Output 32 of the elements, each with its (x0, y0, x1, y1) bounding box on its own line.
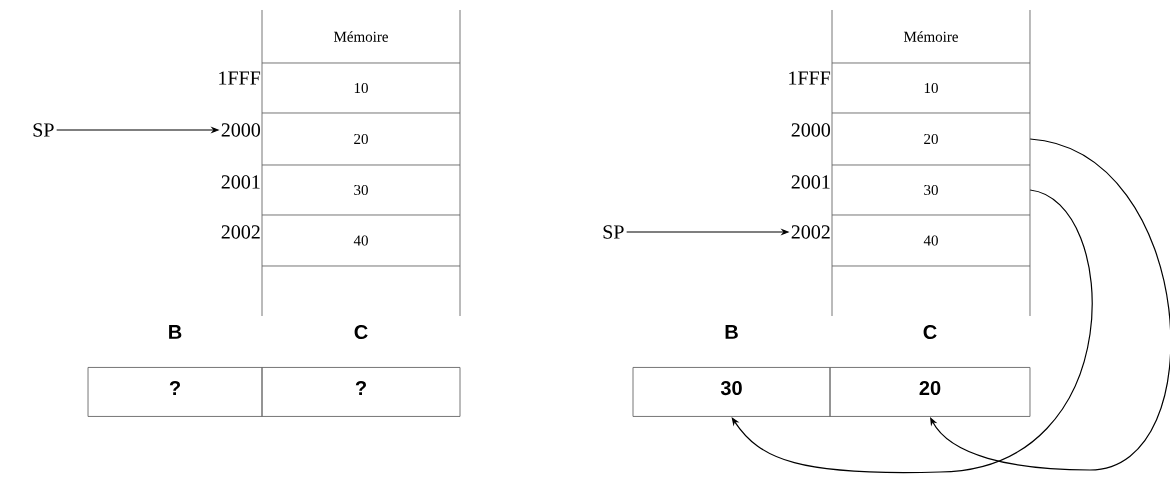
memory-header: Mémoire (831, 9, 1031, 64)
arrow (930, 138, 1170, 471)
memory-cell: 30 (261, 164, 461, 216)
address-label: 2000 (791, 123, 831, 137)
memory-cell: 30 (831, 164, 1031, 216)
empty-memory-cell (831, 265, 1031, 317)
memory-header: Mémoire (261, 9, 461, 64)
address-label: 1FFF (219, 71, 261, 85)
register-name: B (169, 325, 182, 339)
address-label: 2002 (791, 225, 830, 239)
arrow (731, 189, 1093, 474)
register-box: ? (87, 367, 263, 417)
address-label: 2001 (791, 175, 830, 189)
register-box: ? (261, 367, 461, 417)
register-name: B (725, 325, 738, 339)
address-label: 2001 (221, 175, 260, 189)
address-label: 1FFF (789, 71, 831, 85)
memory-cell: 10 (261, 62, 461, 114)
register-box: 20 (829, 367, 1031, 417)
memory-cell: 20 (831, 112, 1031, 166)
pointer-label: SP (603, 225, 624, 239)
register-name: C (923, 324, 937, 340)
empty-memory-cell (261, 265, 461, 317)
memory-cell: 40 (261, 214, 461, 267)
address-label: 2000 (221, 123, 261, 137)
register-box: 30 (632, 367, 831, 417)
pointer-label: SP (33, 123, 54, 137)
address-label: 2002 (221, 225, 260, 239)
memory-cell: 10 (831, 62, 1031, 114)
memory-cell: 20 (261, 112, 461, 166)
register-name: C (354, 324, 368, 340)
memory-cell: 40 (831, 214, 1031, 267)
